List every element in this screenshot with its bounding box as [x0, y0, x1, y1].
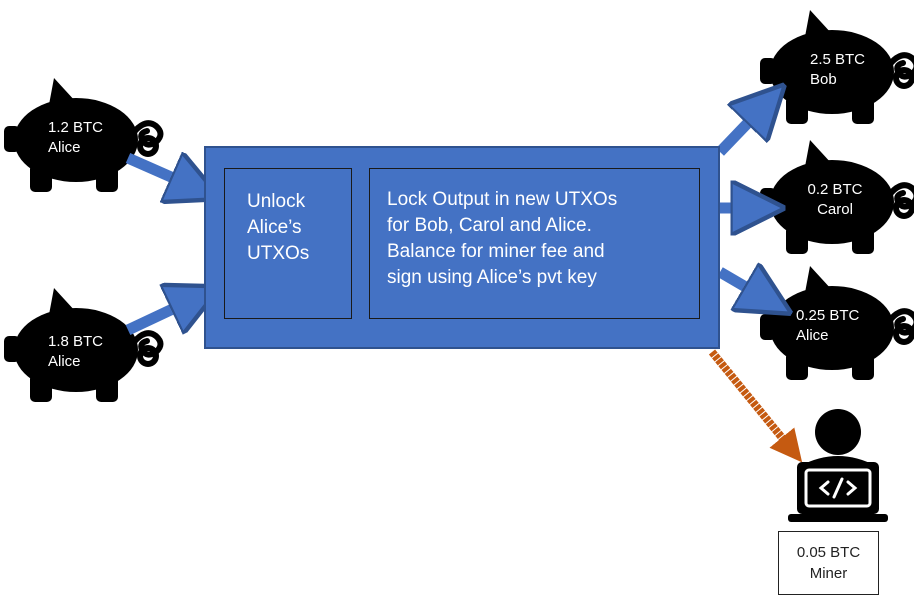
amount-text: 1.2 BTC — [48, 119, 104, 136]
output-utxo-carol-label: 0.2 BTC Carol — [804, 180, 866, 220]
lock-line: sign using Alice’s pvt key — [387, 267, 597, 288]
amount-text: 0.25 BTC — [796, 307, 860, 324]
developer-laptop-icon — [788, 409, 888, 522]
amount-text: 0.05 BTC — [796, 544, 861, 561]
amount-text: 0.2 BTC — [807, 181, 863, 198]
input-arrow — [125, 158, 196, 188]
input-arrow — [125, 298, 196, 335]
lock-line: for Bob, Carol and Alice. — [387, 215, 592, 236]
owner-text: Carol — [817, 201, 853, 218]
owner-text: Alice — [796, 327, 829, 344]
output-arrow — [717, 272, 768, 300]
miner-fee-arrow — [708, 349, 803, 463]
owner-text: Alice — [48, 139, 81, 156]
unlock-line: Unlock — [247, 191, 306, 212]
input-utxo-2-label: 1.8 BTC Alice — [48, 332, 103, 372]
lock-line: Lock Output in new UTXOs — [387, 189, 618, 210]
owner-text: Bob — [810, 71, 837, 88]
output-utxo-alice-label: 0.25 BTC Alice — [796, 306, 859, 346]
owner-text: Miner — [809, 565, 848, 582]
transaction-box: Unlock Alice’s UTXOs Lock Output in new … — [204, 146, 720, 349]
unlock-line: UTXOs — [247, 243, 310, 264]
owner-text: Alice — [48, 353, 81, 370]
miner-fee-box: 0.05 BTC Miner — [778, 531, 879, 595]
amount-text: 1.8 BTC — [48, 333, 104, 350]
output-utxo-bob-label: 2.5 BTC Bob — [810, 50, 865, 90]
input-utxo-1-label: 1.2 BTC Alice — [48, 118, 103, 158]
amount-text: 2.5 BTC — [810, 51, 866, 68]
unlock-box: Unlock Alice’s UTXOs — [224, 168, 352, 319]
lock-line: Balance for miner fee and — [387, 241, 605, 262]
unlock-line: Alice’s — [247, 217, 302, 238]
output-arrow — [716, 104, 766, 156]
lock-output-box: Lock Output in new UTXOs for Bob, Carol … — [369, 168, 700, 319]
